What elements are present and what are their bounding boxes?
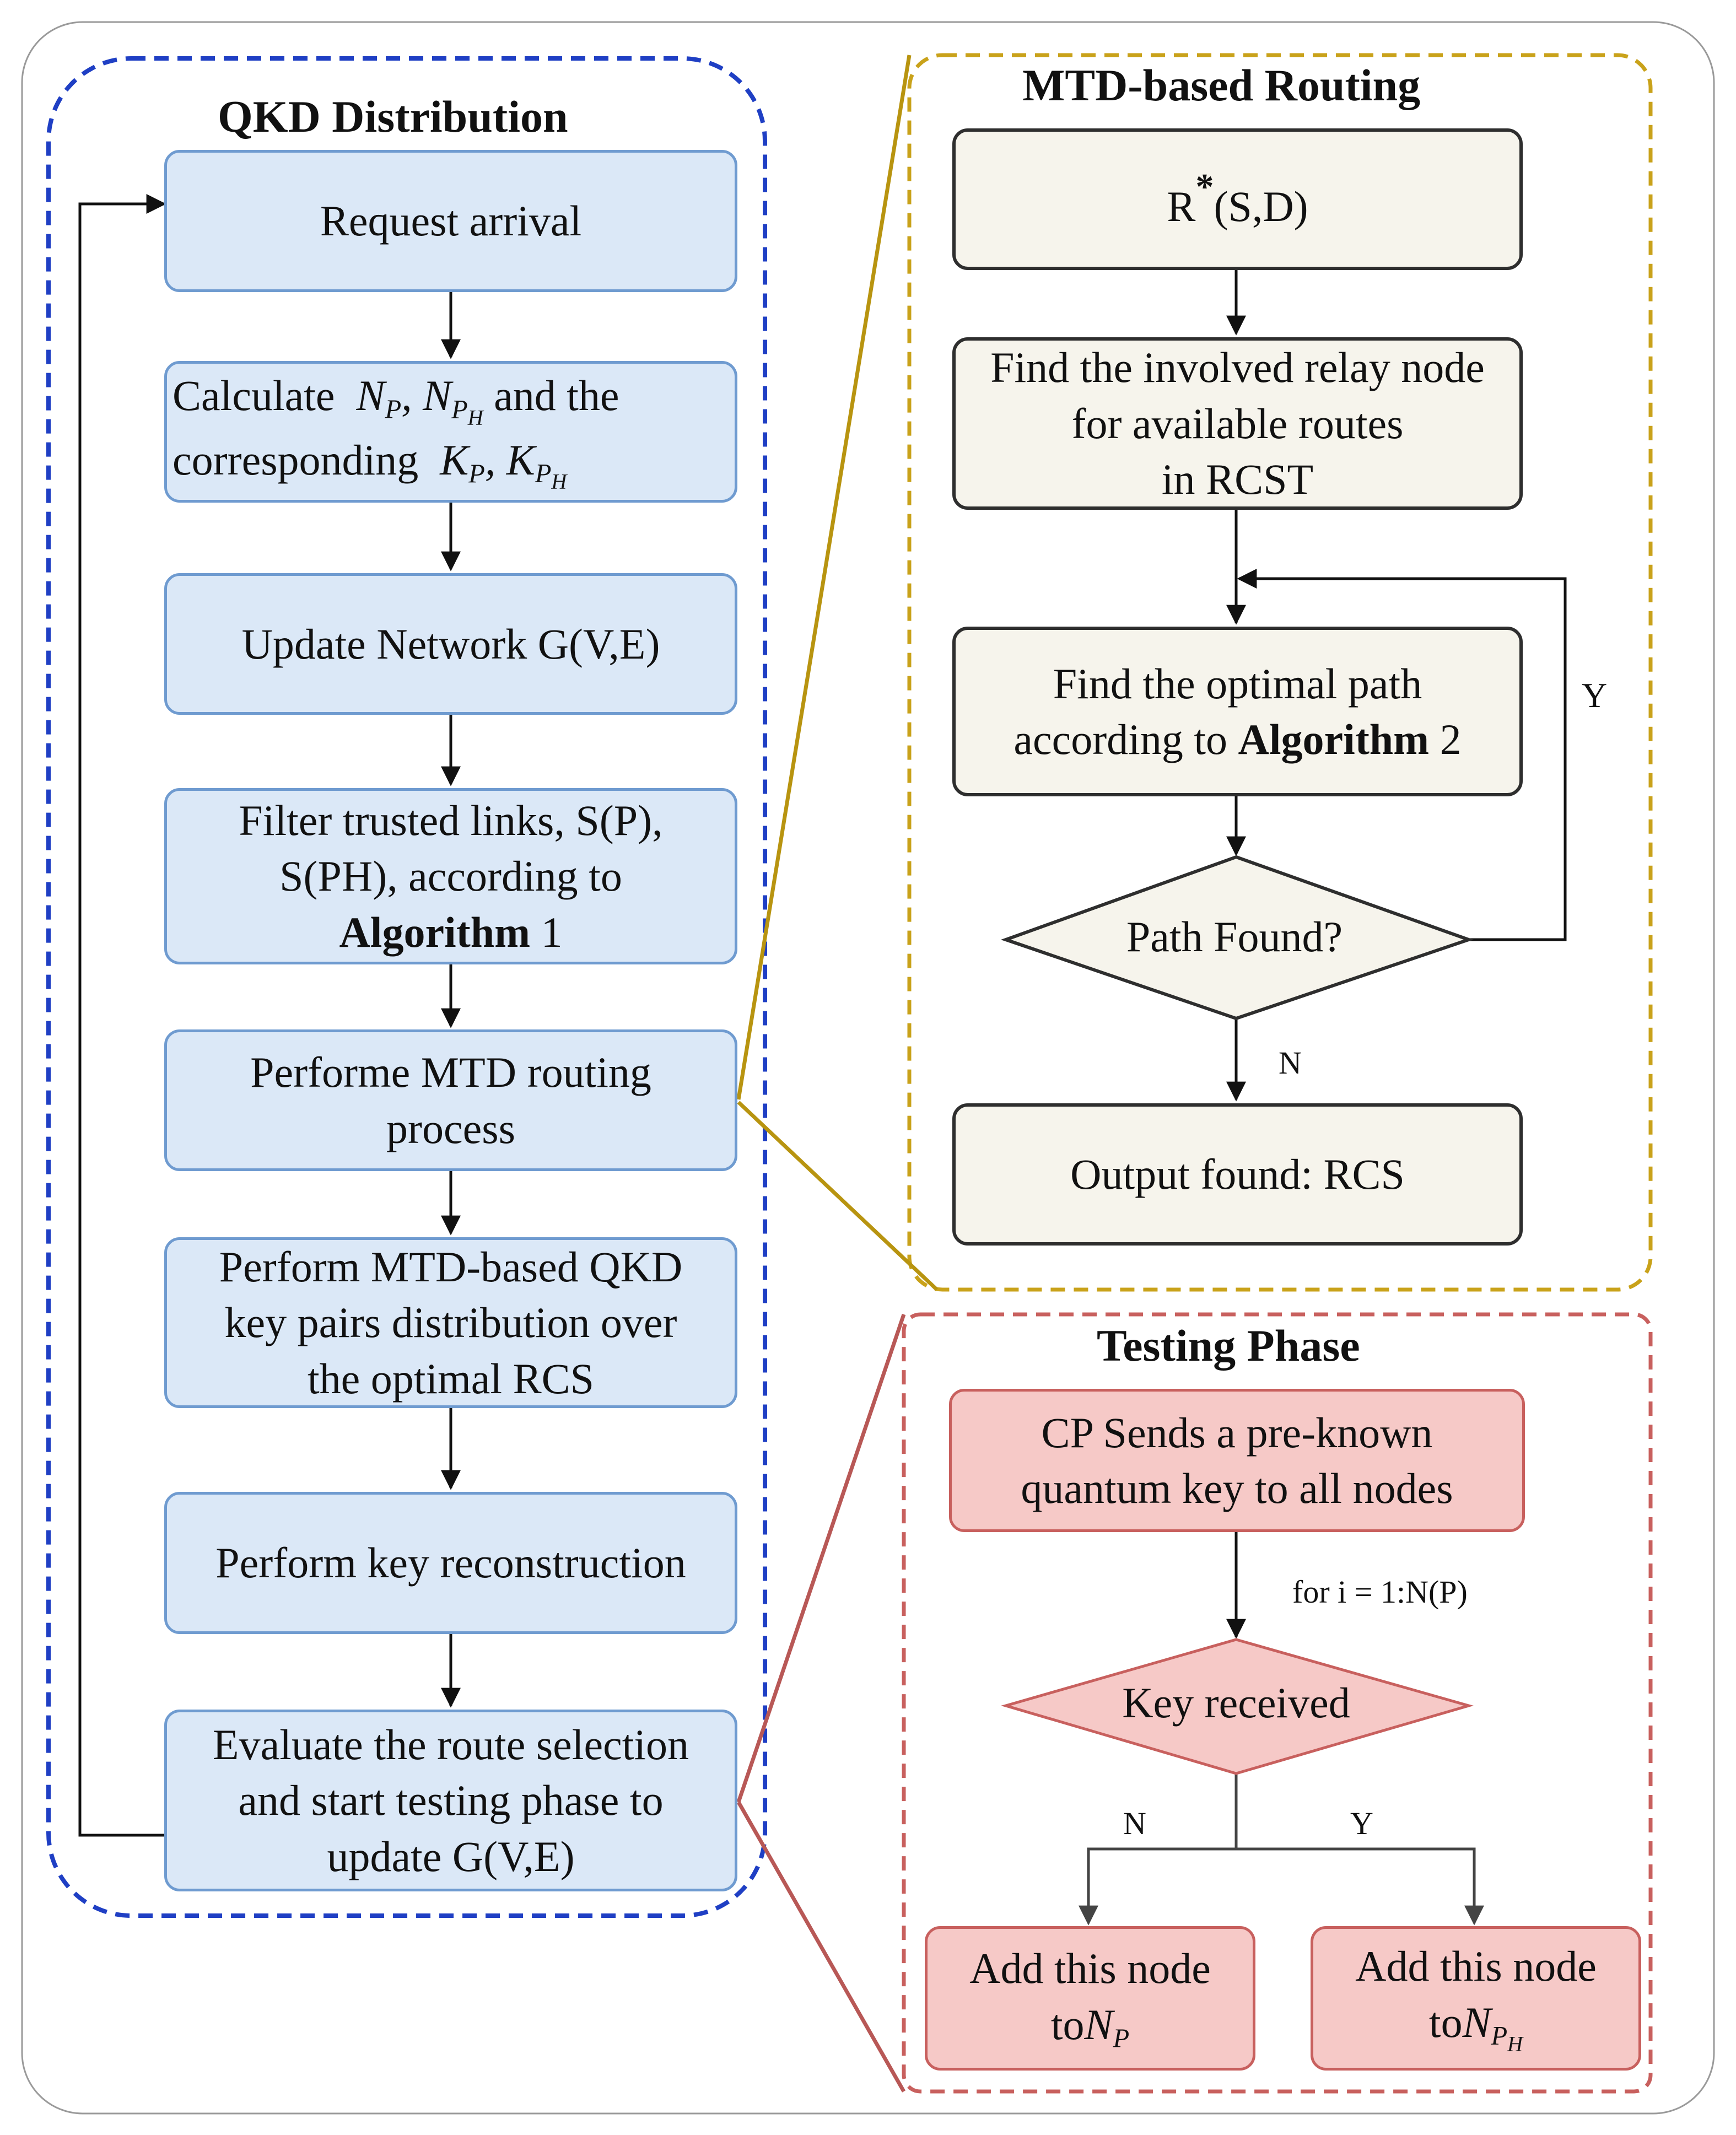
mtd-arrows	[1226, 270, 1567, 1102]
perform-mtd-routing-node: Performe MTD routing process	[164, 1029, 737, 1171]
testing-arrows	[1079, 1532, 1484, 1926]
output-rcs-node: Output found: RCS	[952, 1103, 1523, 1246]
np-symbol: NP	[1084, 2000, 1130, 2053]
kph-symbol: KPH	[506, 435, 567, 494]
qkd-panel-border	[46, 56, 767, 1918]
key-received-no-label: N	[1123, 1805, 1146, 1841]
testing-panel-border	[902, 1312, 1653, 2094]
qkd-distribution-node: Perform MTD-based QKD key pairs distribu…	[164, 1237, 737, 1408]
add-node-nph-node: Add this node toNPH	[1311, 1926, 1641, 2071]
testing-panel-title: Testing Phase	[1097, 1320, 1360, 1371]
np-symbol: NP,	[356, 371, 412, 424]
evaluate-route-node: Evaluate the route selection and start t…	[164, 1710, 737, 1891]
update-network-node: Update Network G(V,E)	[164, 573, 737, 715]
zoom-line-mtd-bottom	[737, 1101, 939, 1291]
path-found-diamond	[1000, 855, 1474, 1021]
key-received-diamond	[1001, 1638, 1474, 1775]
path-found-yes-label: Y	[1582, 676, 1608, 715]
key-reconstruction-node: Perform key reconstruction	[164, 1492, 737, 1634]
key-received-label: Key received	[1122, 1679, 1350, 1727]
request-arrival-node: Request arrival	[164, 150, 737, 292]
zoom-line-testing-top	[736, 1313, 906, 1803]
find-optimal-path-node: Find the optimal path according to Algor…	[952, 627, 1523, 796]
filter-links-node: Filter trusted links, S(P), S(PH), accor…	[164, 788, 737, 964]
zoom-line-testing-bottom	[736, 1801, 906, 2093]
path-found-label: Path Found?	[1126, 913, 1343, 961]
find-relay-node: Find the involved relay node for availab…	[952, 337, 1523, 510]
mtd-panel-border	[907, 53, 1653, 1292]
r-star-node: R*(S,D)	[952, 128, 1523, 270]
key-received-yes-label: Y	[1350, 1805, 1373, 1841]
nph-symbol: NPH	[423, 371, 483, 430]
zoom-line-mtd-top	[736, 55, 912, 1100]
qkd-arrows	[78, 194, 461, 1837]
kp-symbol: KP,	[440, 435, 496, 489]
loop-label: for i = 1:N(P)	[1292, 1574, 1468, 1610]
outer-frame	[21, 21, 1715, 2115]
calculate-node: Calculate NP, NPH and the corresponding …	[164, 361, 737, 503]
qkd-panel-title: QKD Distribution	[218, 91, 568, 142]
nph-symbol: NPH	[1462, 1998, 1523, 2056]
add-node-np-node: Add this node toNP	[925, 1926, 1255, 2071]
cp-sends-key-node: CP Sends a pre-known quantum key to all …	[949, 1389, 1525, 1532]
mtd-panel-title: MTD-based Routing	[1022, 60, 1421, 110]
path-found-no-label: N	[1279, 1045, 1302, 1081]
